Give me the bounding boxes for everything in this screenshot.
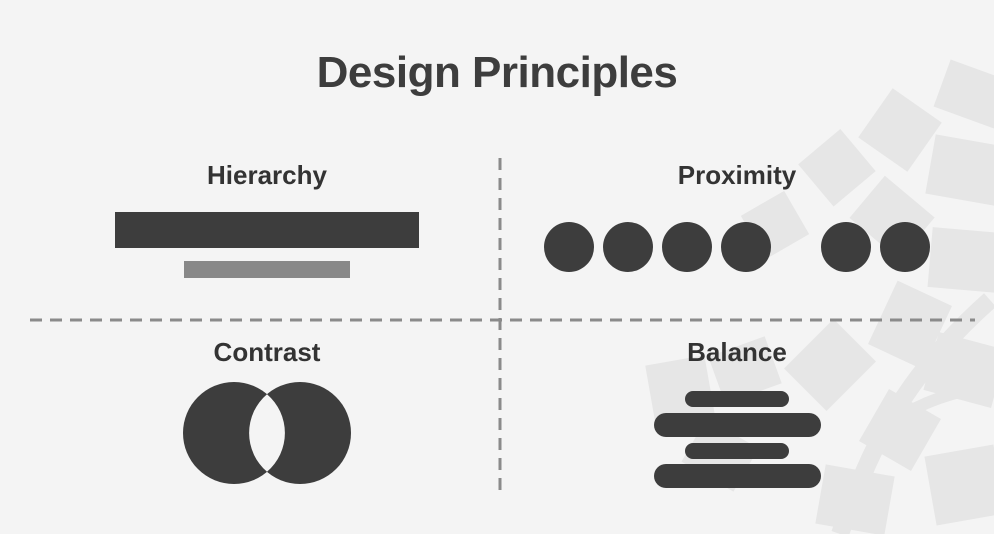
proximity-title: Proximity [677, 160, 797, 190]
balance-title: Balance [687, 337, 787, 367]
hierarchy-primary-bar [115, 212, 419, 248]
hierarchy-title: Hierarchy [207, 160, 327, 190]
contrast-illustration [183, 382, 351, 484]
contrast-overlap [249, 394, 285, 472]
proximity-dot [662, 222, 712, 272]
balance-bar-short [685, 391, 789, 407]
proximity-dot [721, 222, 771, 272]
hierarchy-secondary-bar [184, 261, 350, 278]
balance-bar-long [654, 413, 821, 437]
page-title: Design Principles [316, 48, 678, 97]
hierarchy-illustration [115, 212, 419, 278]
proximity-dot [603, 222, 653, 272]
balance-bar-long [654, 464, 821, 488]
balance-bar-short [685, 443, 789, 459]
proximity-dot [544, 222, 594, 272]
balance-illustration [654, 391, 821, 488]
contrast-title: Contrast [213, 337, 321, 367]
proximity-illustration [544, 222, 930, 272]
proximity-dot [821, 222, 871, 272]
proximity-dot [880, 222, 930, 272]
